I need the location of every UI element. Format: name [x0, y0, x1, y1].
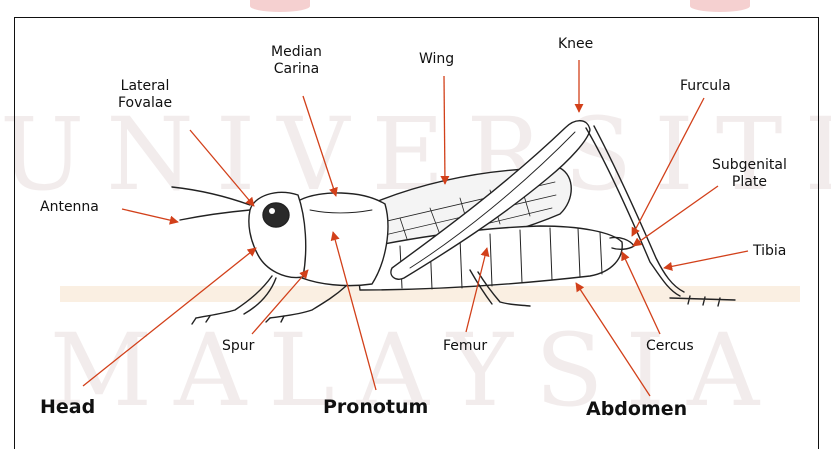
- label-tibia: Tibia: [753, 243, 786, 260]
- label-median-carina: Median Carina: [271, 44, 322, 78]
- arrow-tibia: [664, 251, 748, 268]
- arrow-abdomen: [576, 283, 650, 396]
- arrow-lateral-fovalae: [190, 130, 254, 206]
- label-furcula: Furcula: [680, 78, 731, 95]
- label-cercus: Cercus: [646, 338, 694, 355]
- eye: [263, 203, 289, 227]
- front-leg: [196, 276, 276, 318]
- grasshopper-body: [172, 121, 735, 324]
- antenna-lower: [180, 210, 250, 220]
- label-antenna: Antenna: [40, 199, 99, 216]
- label-subgenital-plate: Subgenital Plate: [712, 157, 787, 191]
- arrow-cercus: [622, 252, 660, 334]
- arrow-median-carina: [303, 96, 336, 196]
- arrow-furcula: [632, 98, 704, 236]
- middle-leg: [270, 286, 346, 318]
- label-lateral-fovalae-text: Lateral Fovalae: [118, 78, 172, 112]
- label-knee: Knee: [558, 36, 593, 53]
- label-femur: Femur: [443, 338, 487, 355]
- label-median-carina-text: Median Carina: [271, 44, 322, 78]
- label-head: Head: [40, 396, 95, 418]
- arrow-antenna: [122, 209, 178, 222]
- antenna-upper: [172, 187, 250, 205]
- arrow-wing: [444, 76, 445, 184]
- label-lateral-fovalae: Lateral Fovalae: [118, 78, 172, 112]
- label-pronotum: Pronotum: [323, 396, 428, 418]
- pronotum-shape: [296, 193, 388, 286]
- label-spur: Spur: [222, 338, 254, 355]
- label-wing: Wing: [419, 51, 454, 68]
- arrow-subgenital-plate: [633, 186, 718, 246]
- label-subgenital-plate-text: Subgenital Plate: [712, 157, 787, 191]
- arrow-head: [83, 248, 256, 386]
- label-abdomen: Abdomen: [586, 398, 687, 420]
